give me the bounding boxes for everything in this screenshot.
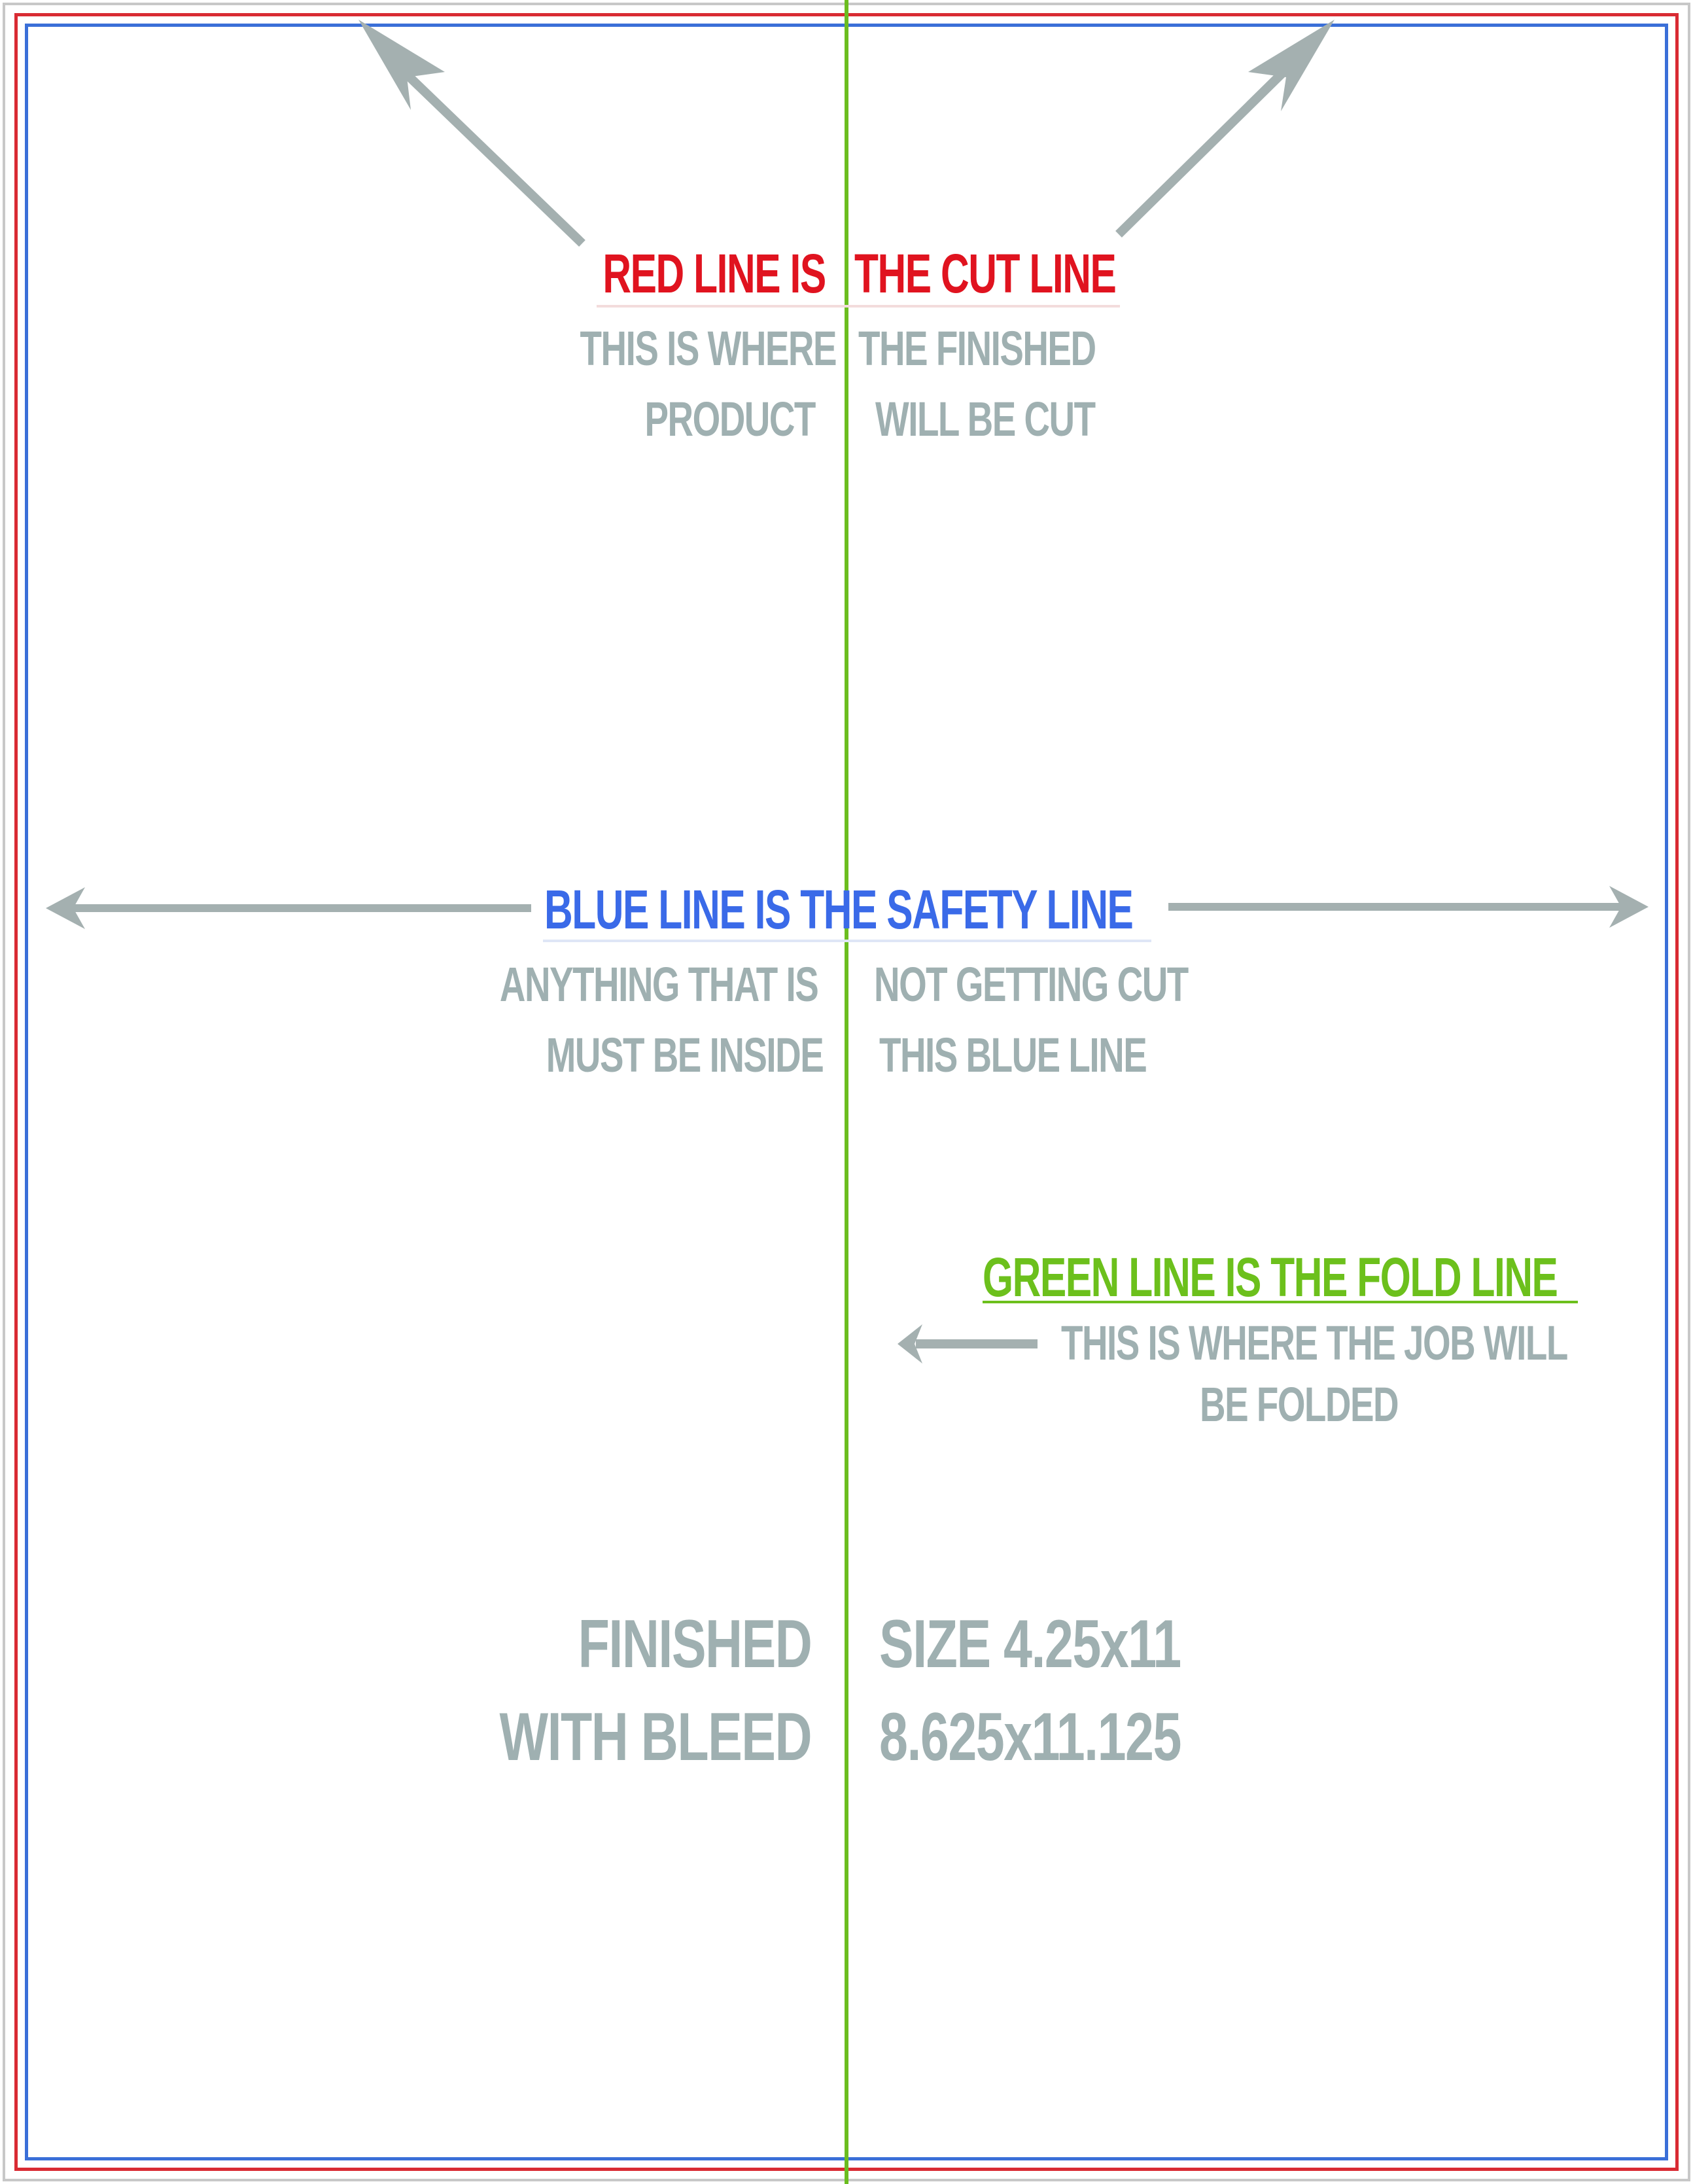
safety-heading-underline — [543, 940, 1151, 942]
cut-desc-line1-right: THE FINISHED — [858, 321, 1096, 376]
cut-heading-right: THE CUT LINE — [854, 243, 1117, 304]
cut-desc-line2-left: PRODUCT — [644, 392, 816, 446]
fold-desc-line2: BE FOLDED — [1200, 1377, 1399, 1432]
fold-heading-underline — [983, 1301, 1578, 1303]
bleed-size-value: 8.625x11.125 — [879, 1699, 1181, 1775]
finished-size-label: FINISHED — [578, 1606, 812, 1682]
safety-desc-line2-right: THIS BLUE LINE — [879, 1028, 1147, 1082]
fold-heading: GREEN LINE IS THE FOLD LINE — [983, 1246, 1558, 1308]
bleed-size-label: WITH BLEED — [499, 1699, 812, 1775]
safety-desc-line1-right: NOT GETTING CUT — [874, 957, 1189, 1012]
safety-heading: BLUE LINE IS THE SAFETY LINE — [544, 879, 1134, 940]
safety-desc-line2-left: MUST BE INSIDE — [546, 1028, 824, 1082]
cut-desc-line2-right: WILL BE CUT — [875, 392, 1096, 446]
safety-desc-line1-left: ANYTHING THAT IS — [499, 957, 819, 1012]
arrow-up-right-icon — [1115, 20, 1335, 238]
arrow-right-icon — [1168, 886, 1649, 928]
fold-line — [845, 0, 848, 2184]
cut-heading-underline — [597, 305, 1120, 308]
cut-heading-left: RED LINE IS — [602, 243, 827, 304]
arrow-up-left-icon — [358, 20, 585, 247]
arrow-left-icon — [898, 1324, 1038, 1364]
fold-desc-line1: THIS IS WHERE THE JOB WILL — [1061, 1316, 1568, 1370]
cut-desc-line1-left: THIS IS WHERE — [580, 321, 837, 376]
arrow-left-icon — [46, 887, 531, 929]
finished-size-value: SIZE 4.25x11 — [879, 1606, 1181, 1682]
